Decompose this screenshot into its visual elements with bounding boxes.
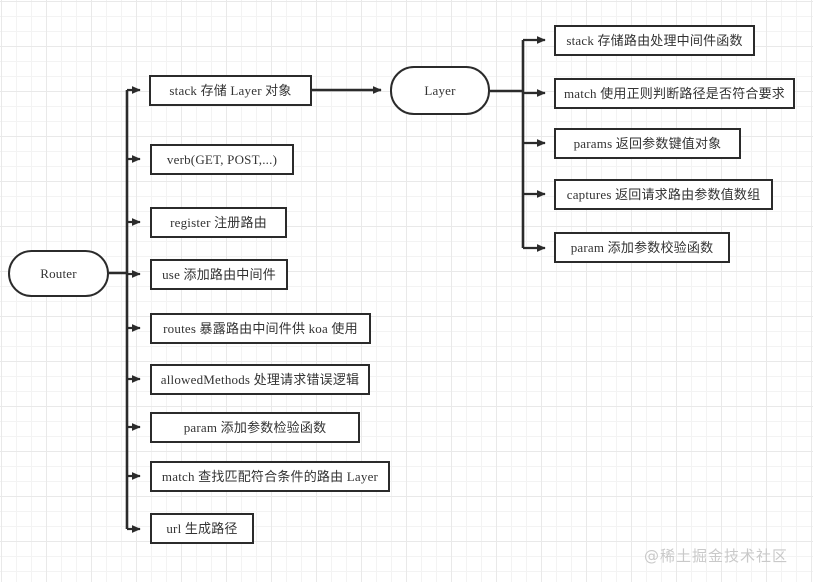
router-branch-arrows [127, 86, 141, 533]
node-layer-param[interactable]: param 添加参数校验函数 [554, 232, 730, 263]
node-router-param[interactable]: param 添加参数检验函数 [150, 412, 360, 443]
node-layer-match[interactable]: match 使用正则判断路径是否符合要求 [554, 78, 795, 109]
node-router-verb[interactable]: verb(GET, POST,...) [150, 144, 294, 175]
layer-branch-arrows [523, 36, 546, 252]
node-router-routes[interactable]: routes 暴露路由中间件供 koa 使用 [150, 313, 371, 344]
node-router[interactable]: Router [8, 250, 109, 297]
node-layer-params[interactable]: params 返回参数键值对象 [554, 128, 741, 159]
node-router-url[interactable]: url 生成路径 [150, 513, 254, 544]
watermark: @稀土掘金技术社区 [644, 547, 789, 565]
node-router-stack[interactable]: stack 存储 Layer 对象 [149, 75, 312, 106]
node-layer-stack[interactable]: stack 存储路由处理中间件函数 [554, 25, 755, 56]
node-router-use[interactable]: use 添加路由中间件 [150, 259, 288, 290]
node-layer[interactable]: Layer [390, 66, 490, 115]
node-layer-captures[interactable]: captures 返回请求路由参数值数组 [554, 179, 773, 210]
node-router-match[interactable]: match 查找匹配符合条件的路由 Layer [150, 461, 390, 492]
router-trunk-group [109, 90, 129, 529]
node-router-allowedmethods[interactable]: allowedMethods 处理请求错误逻辑 [150, 364, 370, 395]
layer-trunk-group [490, 40, 525, 248]
node-router-register[interactable]: register 注册路由 [150, 207, 287, 238]
